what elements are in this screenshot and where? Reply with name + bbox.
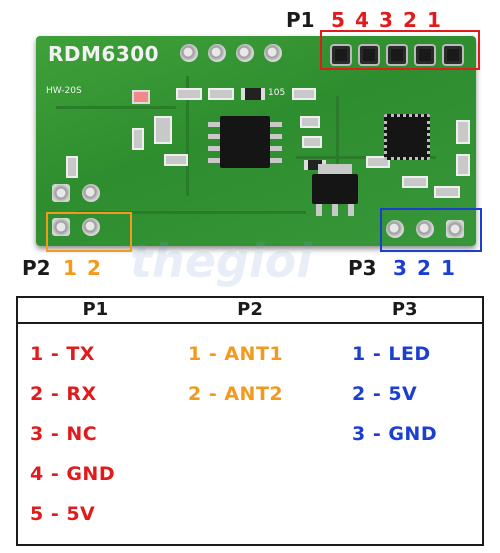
p3-pin <box>386 220 404 238</box>
ic-leg <box>270 134 282 139</box>
p1-pin <box>332 46 350 64</box>
main-ic <box>220 116 270 168</box>
regulator-leg <box>332 204 338 216</box>
p2-column: 1 - ANT1 2 - ANT2 <box>188 334 283 414</box>
p2-pin-entry: 1 - ANT1 <box>188 343 284 365</box>
watermark: thegioi <box>130 234 313 288</box>
smd-component <box>456 154 470 176</box>
p1-pin <box>444 46 462 64</box>
p2-highlight-box <box>46 212 132 252</box>
smd-component <box>456 120 470 144</box>
through-hole-pad <box>82 184 100 202</box>
smd-component <box>402 176 428 188</box>
p1-pin <box>416 46 434 64</box>
through-hole-pad <box>208 44 226 62</box>
regulator-leg <box>348 204 354 216</box>
ic-leg <box>270 158 282 163</box>
p3-header-label: P3 <box>348 256 377 280</box>
board-revision-silkscreen: HW-20S <box>46 86 82 96</box>
smd-component <box>300 116 320 128</box>
regulator-tab <box>318 164 352 174</box>
table-header-p1: P1 <box>82 299 109 320</box>
p1-pin-entry: 2 - RX <box>30 383 97 405</box>
p1-pin-number: 3 <box>379 8 393 32</box>
pcb-trace <box>76 211 306 214</box>
p2-pin-number: 1 <box>63 256 77 280</box>
table-header-row: P1 P2 P3 <box>18 298 482 324</box>
p1-pin-entry: 1 - TX <box>30 343 95 365</box>
ic-leg <box>208 122 220 127</box>
through-hole-pad <box>180 44 198 62</box>
smd-component <box>154 116 172 144</box>
smd-component <box>66 156 78 178</box>
smd-component <box>176 88 202 100</box>
smd-component <box>434 186 460 198</box>
smd-component <box>241 88 265 100</box>
p3-pin-number: 2 <box>417 256 431 280</box>
component-label: 105 <box>268 88 286 98</box>
ic-leg <box>270 122 282 127</box>
p1-pin-entry: 3 - NC <box>30 423 98 445</box>
pcb-trace <box>336 96 339 206</box>
p1-column: 1 - TX 2 - RX 3 - NC 4 - GND 5 - 5V <box>30 334 115 534</box>
board-model-silkscreen: RDM6300 <box>48 42 160 66</box>
p3-column: 1 - LED 2 - 5V 3 - GND <box>352 334 437 454</box>
p1-highlight-box <box>320 30 480 70</box>
p3-pin <box>446 220 464 238</box>
ic-leg <box>208 146 220 151</box>
smd-component <box>208 88 234 100</box>
p3-pin-number: 3 <box>393 256 407 280</box>
rdm6300-board: RDM6300 HW-20S 105 <box>36 36 476 246</box>
through-hole-pad <box>52 184 70 202</box>
voltage-regulator <box>312 174 358 204</box>
p1-pin-number: 4 <box>355 8 369 32</box>
ic-leg <box>270 146 282 151</box>
p1-pin <box>360 46 378 64</box>
p3-pin-number: 1 <box>441 256 455 280</box>
pcb-trace <box>186 76 189 196</box>
smd-component <box>292 88 316 100</box>
p2-pin-entry: 2 - ANT2 <box>188 383 284 405</box>
p2-header-label: P2 <box>22 256 51 280</box>
p2-pin <box>52 218 70 236</box>
pcb-trace <box>56 106 176 109</box>
p1-pin-entry: 4 - GND <box>30 463 116 485</box>
p3-highlight-box <box>380 208 482 252</box>
p3-pin-entry: 3 - GND <box>352 423 438 445</box>
smd-component <box>132 128 144 150</box>
pinout-table: P1 P2 P3 1 - TX 2 - RX 3 - NC 4 - GND 5 … <box>16 296 484 546</box>
smd-component <box>164 154 188 166</box>
table-header-p2: P2 <box>237 299 263 320</box>
ic-leg <box>208 134 220 139</box>
p1-pin-number: 5 <box>331 8 345 32</box>
through-hole-pad <box>264 44 282 62</box>
p2-pin <box>82 218 100 236</box>
p1-header-label: P1 <box>286 8 315 32</box>
microcontroller-qfn <box>384 114 430 160</box>
p1-pin-number: 2 <box>403 8 417 32</box>
p1-pin <box>388 46 406 64</box>
p1-pin-number: 1 <box>427 8 441 32</box>
led-indicator <box>132 90 150 104</box>
p3-pin-entry: 2 - 5V <box>352 383 418 405</box>
p3-pin-entry: 1 - LED <box>352 343 431 365</box>
smd-component <box>302 136 322 148</box>
ic-leg <box>208 158 220 163</box>
table-header-p3: P3 <box>391 299 418 320</box>
through-hole-pad <box>236 44 254 62</box>
p3-pin <box>416 220 434 238</box>
regulator-leg <box>316 204 322 216</box>
p2-pin-number: 2 <box>87 256 101 280</box>
p1-pin-entry: 5 - 5V <box>30 503 96 525</box>
